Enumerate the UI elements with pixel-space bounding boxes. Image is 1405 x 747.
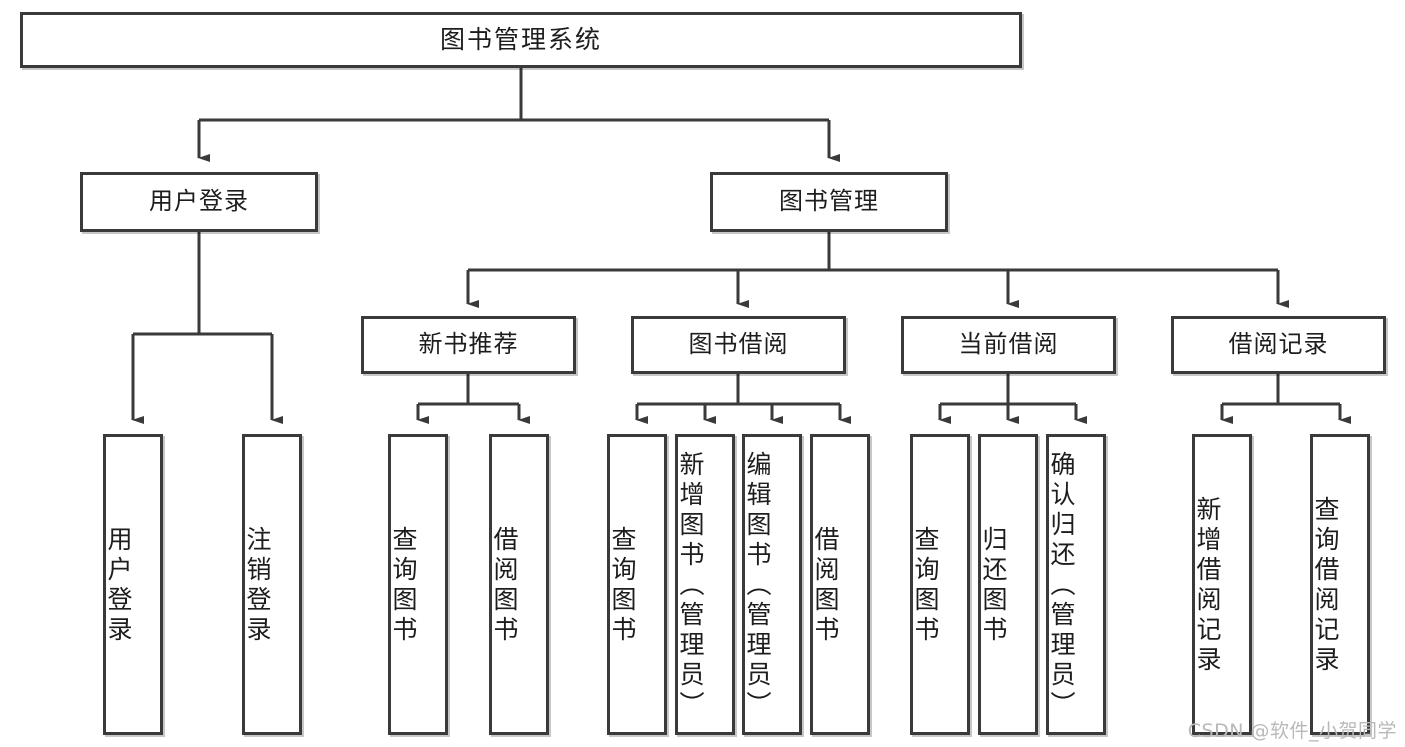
node-label: 图书管理 — [779, 187, 879, 216]
node-root-book-management-system[interactable]: 图书管理系统 — [20, 12, 1022, 68]
node-label: 借阅记录 — [1228, 330, 1329, 359]
node-label: 用户登录 — [149, 187, 249, 216]
leaf-user-login-logout[interactable]: 注销登录 — [242, 434, 302, 735]
leaf-book-borrow-query-book[interactable]: 查询图书 — [607, 434, 667, 735]
node-label: 确认归还（管理员） — [1047, 450, 1076, 721]
node-book-management[interactable]: 图书管理 — [710, 172, 948, 232]
node-current-borrow[interactable]: 当前借阅 — [901, 316, 1116, 374]
leaf-current-borrow-query-book[interactable]: 查询图书 — [910, 434, 970, 735]
node-label: 借阅图书 — [490, 525, 519, 646]
node-label: 归还图书 — [979, 525, 1008, 646]
leaf-book-borrow-add-book-admin[interactable]: 新增图书（管理员） — [675, 434, 735, 735]
node-label: 借阅图书 — [811, 525, 840, 646]
leaf-borrow-record-query-record[interactable]: 查询借阅记录 — [1310, 434, 1370, 735]
node-label: 查询图书 — [389, 525, 418, 646]
node-label: 查询图书 — [911, 525, 940, 646]
node-label: 当前借阅 — [958, 330, 1059, 359]
leaf-book-borrow-borrow-book[interactable]: 借阅图书 — [810, 434, 870, 735]
node-borrow-record[interactable]: 借阅记录 — [1171, 316, 1386, 374]
leaf-current-borrow-return-book[interactable]: 归还图书 — [978, 434, 1038, 735]
leaf-new-book-query-book[interactable]: 查询图书 — [388, 434, 448, 735]
node-label: 新增图书（管理员） — [676, 450, 705, 721]
node-label: 新书推荐 — [418, 330, 519, 359]
leaf-book-borrow-edit-book-admin[interactable]: 编辑图书（管理员） — [742, 434, 802, 735]
node-label: 编辑图书（管理员） — [743, 450, 772, 721]
watermark-text: CSDN @软件_小贺同学 — [1187, 720, 1397, 742]
leaf-user-login-login[interactable]: 用户登录 — [103, 434, 163, 735]
node-label: 新增借阅记录 — [1193, 495, 1222, 676]
node-book-borrow[interactable]: 图书借阅 — [631, 316, 846, 374]
node-label: 查询图书 — [608, 525, 637, 646]
node-label: 图书借阅 — [688, 330, 789, 359]
node-label: 查询借阅记录 — [1311, 495, 1340, 676]
node-user-login[interactable]: 用户登录 — [80, 172, 318, 232]
leaf-new-book-borrow-book[interactable]: 借阅图书 — [489, 434, 549, 735]
node-label: 用户登录 — [104, 525, 133, 646]
node-label: 注销登录 — [243, 525, 272, 646]
leaf-borrow-record-add-record[interactable]: 新增借阅记录 — [1192, 434, 1252, 735]
node-label: 图书管理系统 — [439, 24, 602, 54]
node-new-book-recommend[interactable]: 新书推荐 — [361, 316, 576, 374]
leaf-current-borrow-confirm-return-admin[interactable]: 确认归还（管理员） — [1046, 434, 1106, 735]
